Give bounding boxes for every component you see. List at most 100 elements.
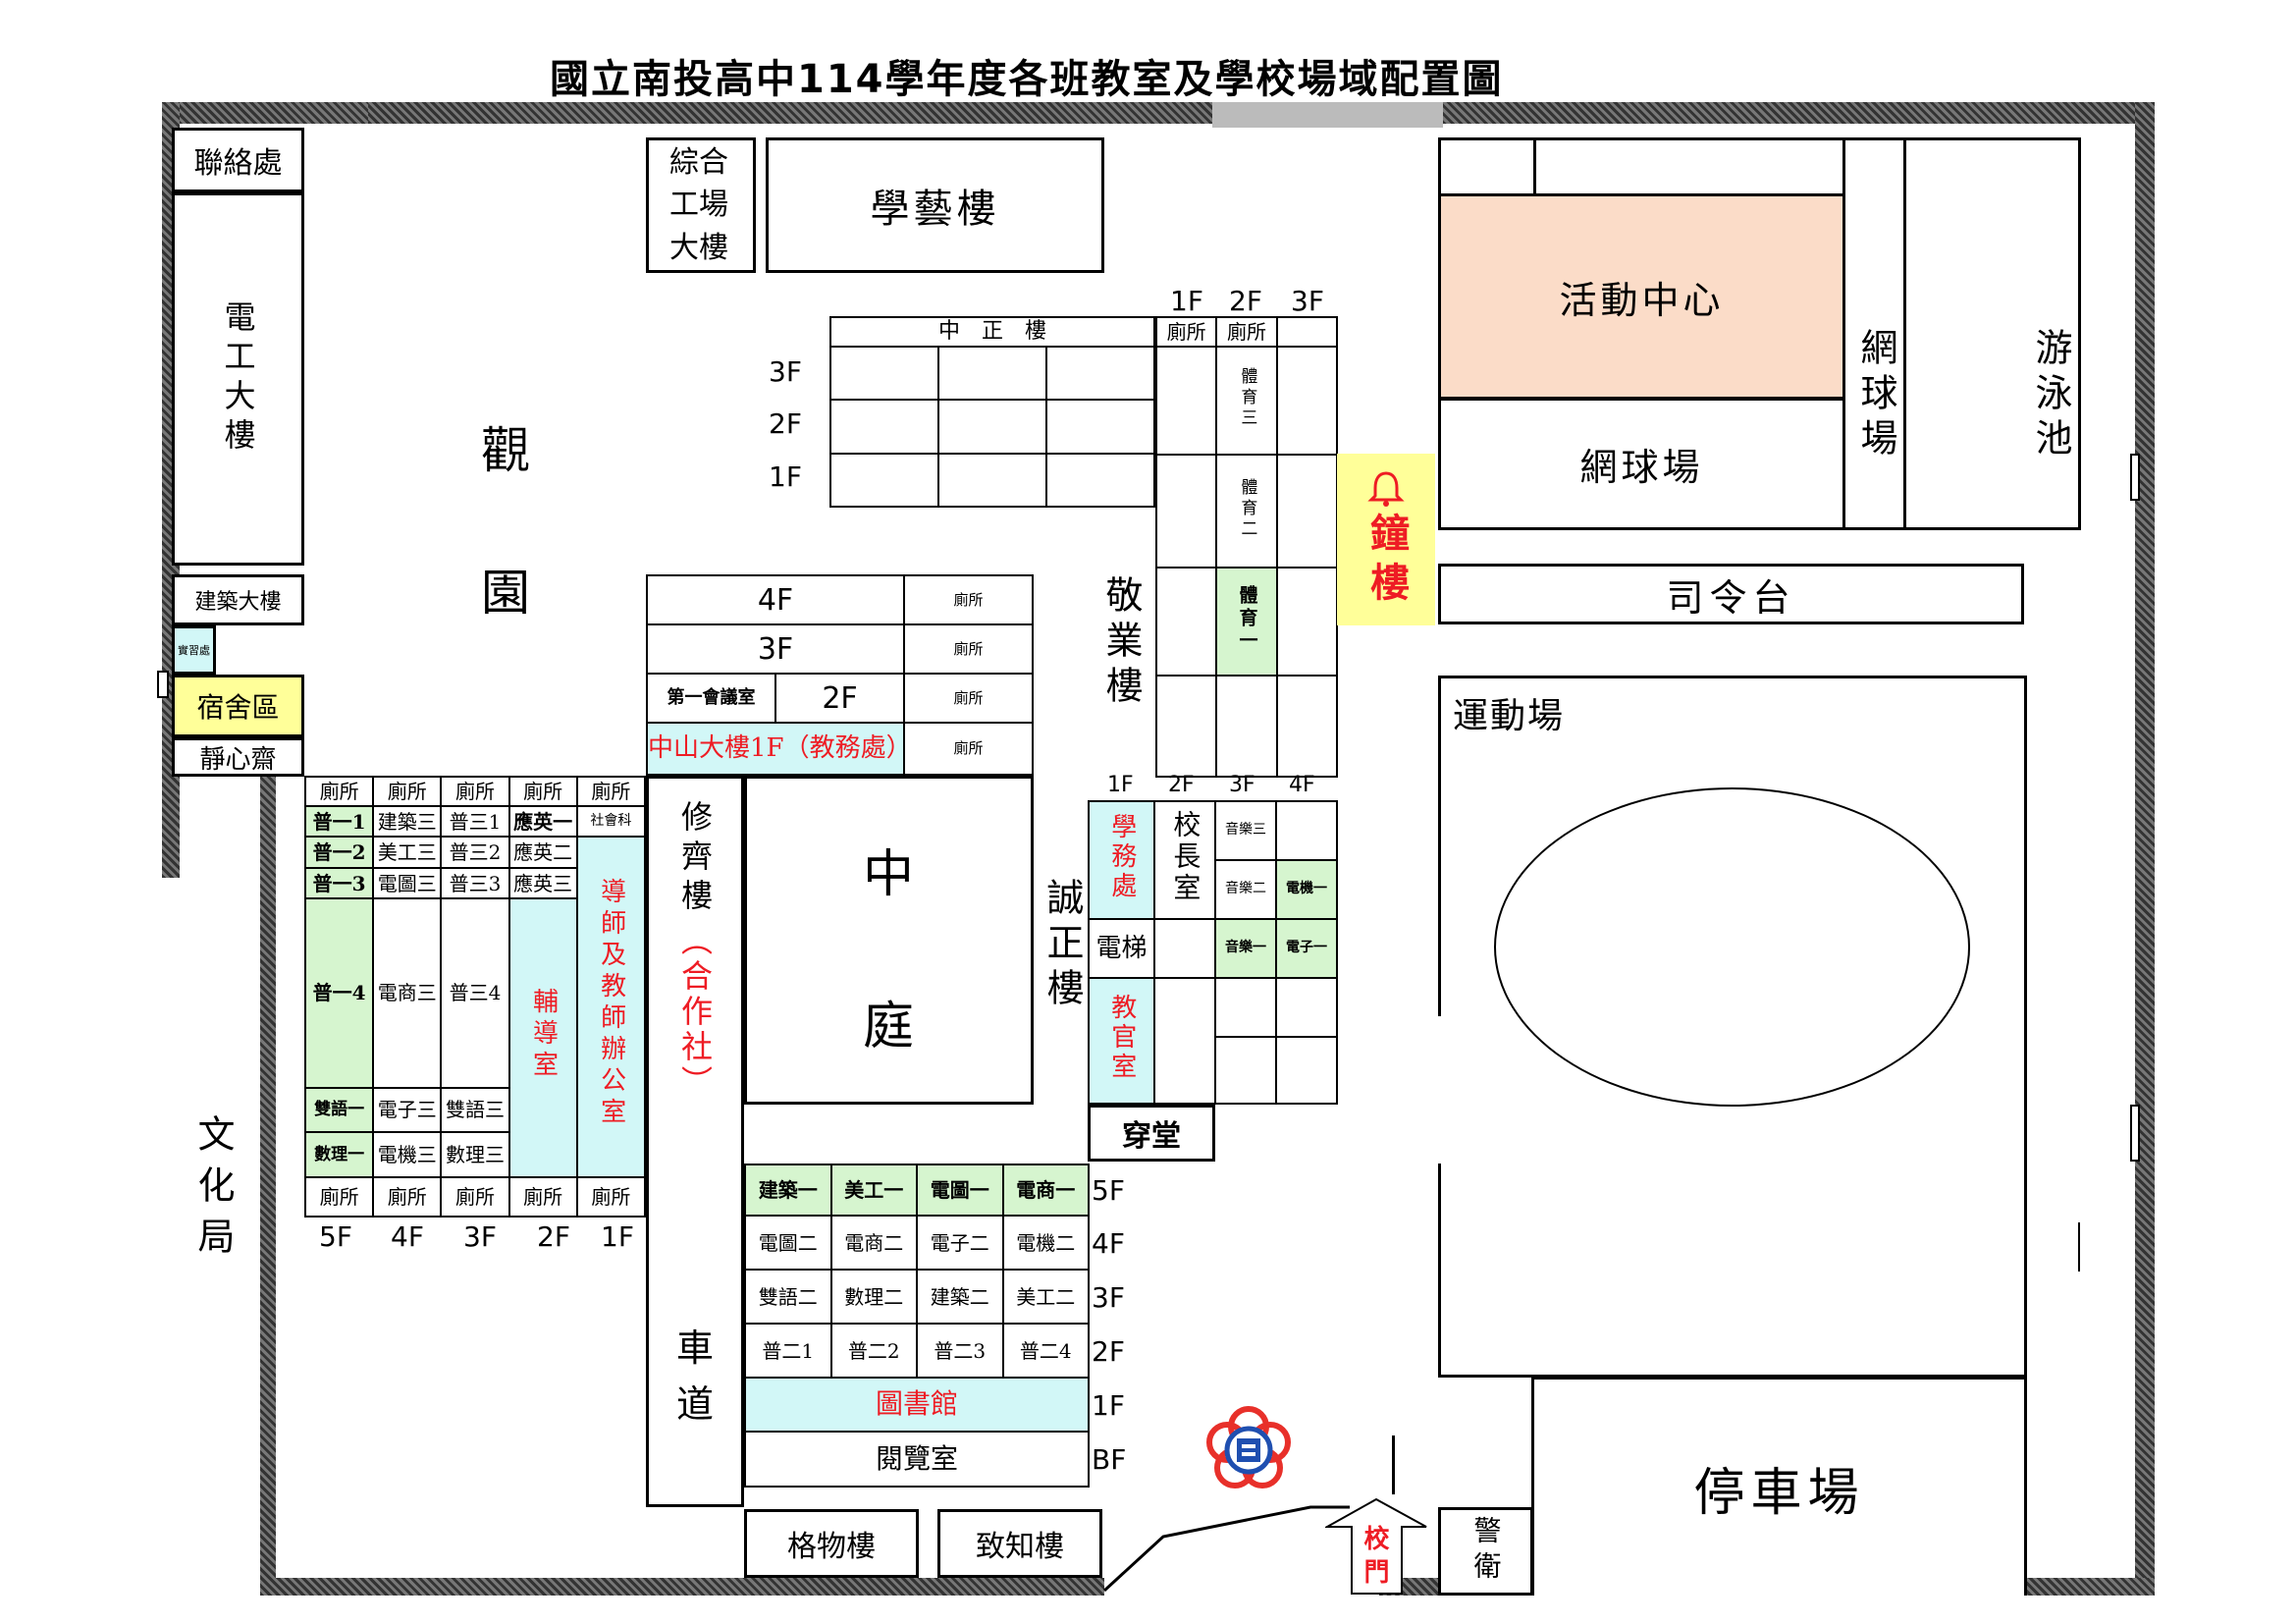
jing-ye-building: 敬業樓: [1099, 575, 1143, 711]
zz-east-cell: [1275, 567, 1339, 677]
ne-room-b: [1533, 137, 1845, 196]
restroom-cell: 廁所: [372, 1176, 443, 1218]
zhong-shan-1f: 中山大樓1F（教務處）: [646, 722, 905, 776]
restroom-cell: 廁所: [507, 776, 578, 807]
school-gate-label: 校 門: [1363, 1524, 1389, 1591]
classroom: 普一4: [303, 897, 375, 1089]
south-floor-bf: BF: [1092, 1443, 1127, 1476]
bell-tower: 鐘樓: [1337, 454, 1435, 625]
classroom: 電商一: [1001, 1164, 1090, 1217]
restroom-cell: 廁所: [303, 1176, 375, 1218]
west-floor-4f: 4F: [391, 1220, 424, 1253]
zz-east-cell: [1154, 567, 1218, 677]
zz-east-cell: [1275, 346, 1339, 456]
driveway-2: 道: [675, 1382, 714, 1426]
zz-floor-2f: 2F: [769, 407, 802, 440]
west-gap: [157, 671, 169, 698]
zz-east-floor-1f: 1F: [1170, 285, 1203, 317]
classroom: 普二2: [829, 1323, 918, 1379]
xiu-qi-label: 修齊樓: [676, 800, 714, 918]
command-stage: 司令台: [1438, 564, 2024, 624]
cz-floor-1f: 1F: [1107, 773, 1134, 797]
zhong-zheng-label: 中 正 樓: [829, 316, 1155, 348]
classroom: 應英一: [507, 804, 578, 839]
restroom-cell: 廁所: [440, 776, 510, 807]
dian-gong-building: 電工大樓: [172, 192, 304, 566]
restroom-cell: 廁所: [903, 722, 1034, 776]
restroom-cell: 廁所: [372, 776, 443, 807]
south-classroom-grid: 建築一 美工一 電圖一 電商一 電圖二 電商二 電子二 電機二 雙語二 數理二 …: [744, 1164, 1090, 1488]
zz-east-cell: [1275, 316, 1339, 348]
classroom: 社會科: [575, 804, 647, 839]
outer-wall-left-lower: [260, 776, 276, 1596]
classroom: 普二3: [916, 1323, 1004, 1379]
classroom: 普三3: [440, 866, 510, 900]
zz-cell: [937, 345, 1047, 402]
restroom-cell: 廁所: [903, 623, 1034, 675]
gate-post: [1392, 1435, 1395, 1494]
classroom: 普三1: [440, 804, 510, 839]
south-floor-3f: 3F: [1092, 1281, 1125, 1314]
driveway-label: 車 道: [648, 1321, 742, 1433]
classroom: 建築三: [372, 804, 443, 839]
ge-wu-building: 格物樓: [744, 1509, 919, 1578]
classroom: 電商二: [829, 1215, 918, 1271]
zz-cell: [1045, 452, 1155, 509]
east-gap-2: [2130, 1105, 2140, 1162]
classroom: 數理一: [303, 1131, 375, 1178]
electronics-1-room: 電子一: [1275, 918, 1338, 979]
zz-east-cell: [1275, 675, 1339, 778]
tennis-court-east: 網球場: [1842, 137, 1906, 530]
gate-arrow-icon: [1325, 1497, 1427, 1595]
zz-floor-3f: 3F: [769, 355, 802, 388]
west-floor-5f: 5F: [319, 1220, 352, 1253]
restroom-cell: 廁所: [1154, 316, 1218, 348]
principal-office: 校長室: [1153, 800, 1216, 920]
courtyard-2: 庭: [862, 997, 914, 1056]
cz-cell: [1153, 977, 1216, 1105]
teachers-office: 導師及教師辦公室: [575, 836, 647, 1178]
west-floor-3f: 3F: [463, 1220, 497, 1253]
map-title: 國立南投高中114學年度各班教室及學校場域配置圖: [550, 57, 1504, 102]
sports-field-label: 運動場: [1453, 696, 1566, 736]
activity-center: 活動中心: [1438, 193, 1845, 400]
classroom: 電圖三: [372, 866, 443, 900]
courtyard-1: 中: [862, 844, 914, 904]
jy-2f: 2F: [774, 673, 905, 724]
cz-cell: [1153, 918, 1216, 979]
guard-house: 警衛: [1438, 1507, 1533, 1596]
cz-cell: [1275, 977, 1338, 1038]
counseling-office: 輔導室: [507, 897, 578, 1178]
xue-yi-building: 學藝樓: [766, 137, 1104, 273]
restroom-cell: 廁所: [903, 574, 1034, 625]
pe-2-room: 體育二: [1215, 454, 1278, 568]
cz-floor-3f: 3F: [1229, 773, 1255, 797]
music-1-room: 音樂一: [1214, 918, 1277, 979]
outer-wall-bottom: [260, 1578, 1104, 1596]
restroom-cell: 廁所: [575, 776, 647, 807]
cz-cell: [1275, 800, 1338, 861]
classroom: 電圖一: [916, 1164, 1004, 1217]
elevator: 電梯: [1088, 918, 1155, 979]
classroom: 數理二: [829, 1269, 918, 1325]
gate-char-2: 門: [1363, 1558, 1390, 1588]
sports-field-gap: [1436, 1016, 1442, 1164]
classroom: 普一3: [303, 866, 375, 900]
running-track: [1494, 787, 1970, 1107]
guan-yuan-1: 觀: [481, 422, 530, 479]
jing-xin-hall: 靜心齋: [172, 737, 304, 777]
cz-floor-2f: 2F: [1168, 773, 1195, 797]
coop-label: （合作社）: [676, 924, 714, 1101]
classroom: 電機三: [372, 1131, 443, 1178]
classroom: 普一2: [303, 836, 375, 869]
zz-cell: [937, 399, 1047, 455]
classroom: 電機二: [1001, 1215, 1090, 1271]
bell-icon: [1367, 470, 1405, 507]
conference-room: 第一會議室: [646, 673, 776, 724]
zhi-zhi-building: 致知樓: [937, 1509, 1102, 1578]
cheng-zheng-grid: 學務處 校長室 音樂三 音樂二 電機一 電梯 音樂一 電子一 教官室: [1088, 800, 1338, 1105]
zz-cell: [937, 452, 1047, 509]
elec-machine-1-room: 電機一: [1275, 859, 1338, 920]
cheng-zheng-building: 誠正樓: [1041, 877, 1084, 1013]
